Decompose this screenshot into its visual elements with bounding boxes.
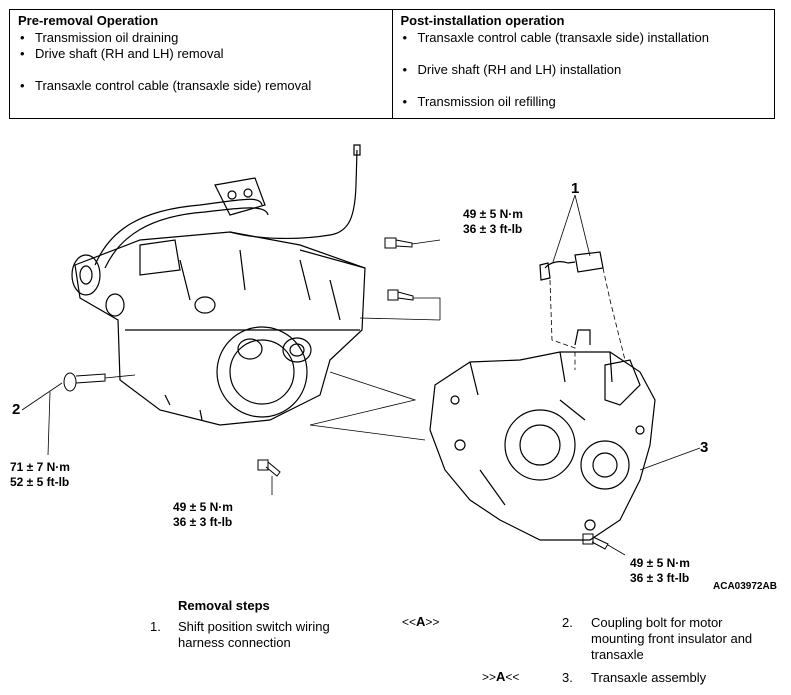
mark-bracket: << bbox=[402, 615, 417, 629]
list-item: Drive shaft (RH and LH) installation bbox=[401, 62, 767, 78]
torque-left-nm: 71 ± 7 N·m bbox=[10, 460, 70, 474]
step-number: 2. bbox=[562, 615, 573, 630]
torque-top-nm: 49 ± 5 N·m bbox=[463, 207, 523, 221]
list-item: Transaxle control cable (transaxle side)… bbox=[18, 78, 384, 94]
mark-letter: A bbox=[496, 669, 506, 684]
motor-assembly-drawing bbox=[71, 144, 366, 426]
service-mark: >>A<< bbox=[482, 669, 519, 684]
callout-3: 3 bbox=[700, 439, 709, 456]
step-line: transaxle bbox=[591, 647, 644, 662]
torque-top-ftlb: 36 ± 3 ft-lb bbox=[463, 222, 523, 236]
transaxle-illustration bbox=[21, 144, 701, 556]
mark-bracket: >> bbox=[482, 670, 497, 684]
service-mark: <<A>> bbox=[402, 614, 439, 629]
torque-left-ftlb: 52 ± 5 ft-lb bbox=[10, 475, 70, 489]
step-2-text: Coupling bolt for motor mounting front i… bbox=[591, 615, 752, 663]
bolt-drawings bbox=[63, 237, 609, 550]
step-number: 3. bbox=[562, 670, 573, 685]
torque-bottom-right-ftlb: 36 ± 3 ft-lb bbox=[630, 571, 690, 585]
torque-bottom-right-nm: 49 ± 5 N·m bbox=[630, 556, 690, 570]
post-installation-column: Post-installation operation Transaxle co… bbox=[391, 10, 775, 118]
list-item: Transaxle control cable (transaxle side)… bbox=[401, 30, 767, 46]
mark-letter: A bbox=[416, 614, 426, 629]
step-line: Shift position switch wiring bbox=[178, 619, 330, 634]
figure-code: ACA03972AB bbox=[713, 581, 777, 592]
mark-bracket: >> bbox=[425, 615, 440, 629]
mark-bracket: << bbox=[505, 670, 520, 684]
post-installation-title: Post-installation operation bbox=[400, 13, 565, 28]
pre-removal-title: Pre-removal Operation bbox=[18, 13, 159, 28]
torque-bottom-mid-nm: 49 ± 5 N·m bbox=[173, 500, 233, 514]
step-3-text: Transaxle assembly bbox=[591, 670, 706, 686]
step-number: 1. bbox=[150, 619, 161, 634]
callout-1: 1 bbox=[571, 180, 580, 197]
torque-bottom-mid-ftlb: 36 ± 3 ft-lb bbox=[173, 515, 233, 529]
step-1-text: Shift position switch wiring harness con… bbox=[178, 619, 330, 651]
step-line: mounting front insulator and bbox=[591, 631, 753, 646]
post-installation-list: Transaxle control cable (transaxle side)… bbox=[401, 30, 767, 110]
callout-2: 2 bbox=[12, 401, 21, 418]
operations-table: Pre-removal Operation Transmission oil d… bbox=[9, 9, 775, 119]
step-line: Transaxle assembly bbox=[591, 670, 707, 685]
list-item: Transmission oil refilling bbox=[401, 94, 767, 110]
leader-lines bbox=[21, 194, 701, 556]
pre-removal-column: Pre-removal Operation Transmission oil d… bbox=[10, 10, 392, 118]
removal-steps-title: Removal steps bbox=[178, 598, 270, 613]
step-line: harness connection bbox=[178, 635, 291, 650]
list-item: Transmission oil draining bbox=[18, 30, 384, 46]
transaxle-drawing bbox=[429, 329, 656, 541]
list-item: Drive shaft (RH and LH) removal bbox=[18, 46, 384, 62]
step-line: Coupling bolt for motor bbox=[591, 615, 723, 630]
connector-drawing bbox=[539, 251, 604, 281]
pre-removal-list: Transmission oil draining Drive shaft (R… bbox=[18, 30, 384, 94]
